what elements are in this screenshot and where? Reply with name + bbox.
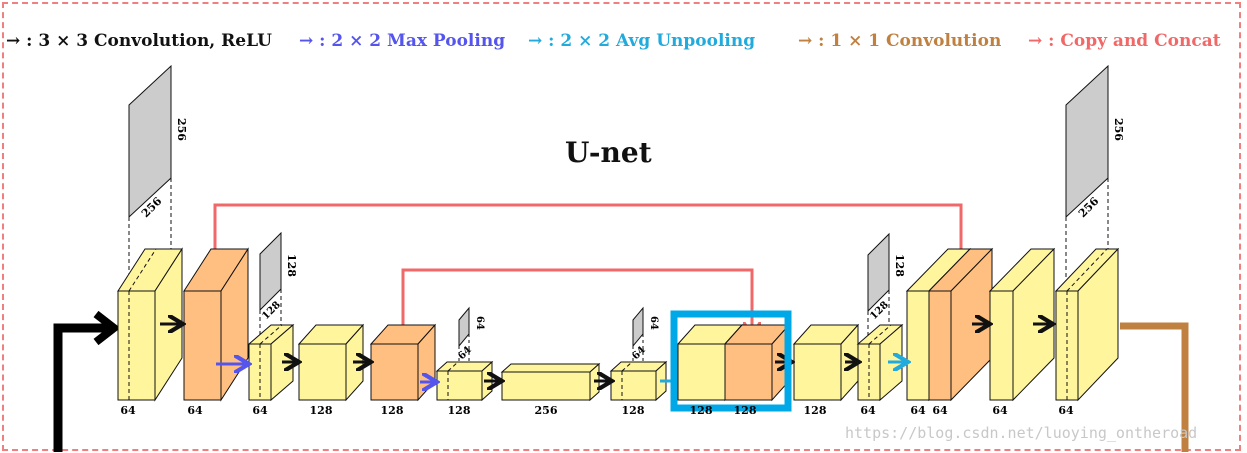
highlight-box xyxy=(670,310,792,412)
block-channel-label: 64 xyxy=(252,404,268,417)
block-channel-label: 64 xyxy=(187,404,203,417)
plane-64-right-side-label: 64 xyxy=(648,316,659,330)
watermark: https://blog.csdn.net/luoying_ontheroad xyxy=(845,424,1198,442)
legend-label-1x1-conv: 1 × 1 Convolution xyxy=(830,31,1002,51)
block-channel-label: 64 xyxy=(860,404,876,417)
block-channel-label: 256 xyxy=(535,404,558,417)
plane-64-left-side-label: 64 xyxy=(474,316,485,330)
feature-block xyxy=(1054,247,1120,402)
legend-1x1-conv: → : 1 × 1 Convolution xyxy=(798,31,1001,51)
block-channel-label: 128 xyxy=(622,404,645,417)
legend-arrow-1x1-conv: → : xyxy=(798,31,825,51)
feature-block xyxy=(369,323,437,402)
legend-label-avg-unpooling: 2 × 2 Avg Unpooling xyxy=(560,31,756,51)
block-channel-label: 128 xyxy=(804,404,827,417)
plane-128-left-side-label: 128 xyxy=(285,254,298,277)
block-channel-label: 128 xyxy=(310,404,333,417)
plane-64-right: 64 64 xyxy=(630,306,659,370)
feature-block xyxy=(297,323,365,402)
legend-copy-concat: → : Copy and Concat xyxy=(1028,31,1221,51)
output-1x1-conv-path xyxy=(1120,322,1189,452)
block-channel-label: 128 xyxy=(448,404,471,417)
feature-block xyxy=(117,247,183,402)
feature-block xyxy=(500,362,601,402)
block-channel-label: 128 xyxy=(381,404,404,417)
plane-128-right: 128 128 xyxy=(867,232,906,345)
feature-block xyxy=(792,323,860,402)
block-channel-label: 128 xyxy=(690,404,713,417)
legend-max-pooling: → : 2 × 2 Max Pooling xyxy=(299,31,505,51)
block-channel-label: 64 xyxy=(932,404,948,417)
legend-arrow-copy-concat: → : xyxy=(1028,31,1055,51)
legend-label-max-pooling: 2 × 2 Max Pooling xyxy=(331,31,506,51)
feature-block xyxy=(927,247,994,402)
block-channel-label: 64 xyxy=(992,404,1008,417)
block-channel-label: 64 xyxy=(910,404,926,417)
feature-blocks xyxy=(117,247,1120,402)
plane-128-right-side-label: 128 xyxy=(893,254,906,277)
block-channel-label: 64 xyxy=(120,404,136,417)
legend-label-conv-relu: 3 × 3 Convolution, ReLU xyxy=(38,31,272,51)
block-labels: 64 64 64 128 128 128 256 128 128 128 128 64 64 64 64 64 xyxy=(120,404,1074,417)
block-channel-label: 64 xyxy=(1058,404,1074,417)
feature-block xyxy=(435,360,494,402)
legend-arrow-conv-relu: → : xyxy=(6,31,33,51)
unpool-arrows xyxy=(660,362,905,383)
feature-block xyxy=(988,247,1056,402)
feature-block xyxy=(609,360,668,402)
legend-arrow-max-pooling: → : xyxy=(299,31,326,51)
skip-connection-outer xyxy=(213,203,961,270)
legend-label-copy-concat: Copy and Concat xyxy=(1060,31,1221,51)
legend-conv-relu: → : 3 × 3 Convolution, ReLU xyxy=(6,31,272,51)
block-channel-label: 128 xyxy=(734,404,757,417)
pool-arrows xyxy=(216,364,434,382)
diagram-title: U-net xyxy=(565,136,652,169)
skip-connection-inner xyxy=(401,268,752,335)
legend-arrow-avg-unpooling: → : xyxy=(528,31,555,51)
plane-64-left: 64 64 xyxy=(456,306,485,370)
feature-block xyxy=(183,247,249,402)
plane-256-right-side-label: 256 xyxy=(1112,118,1125,141)
legend-avg-unpooling: → : 2 × 2 Avg Unpooling xyxy=(528,31,755,51)
plane-256-left-side-label: 256 xyxy=(175,118,188,141)
input-arrow xyxy=(53,310,121,452)
